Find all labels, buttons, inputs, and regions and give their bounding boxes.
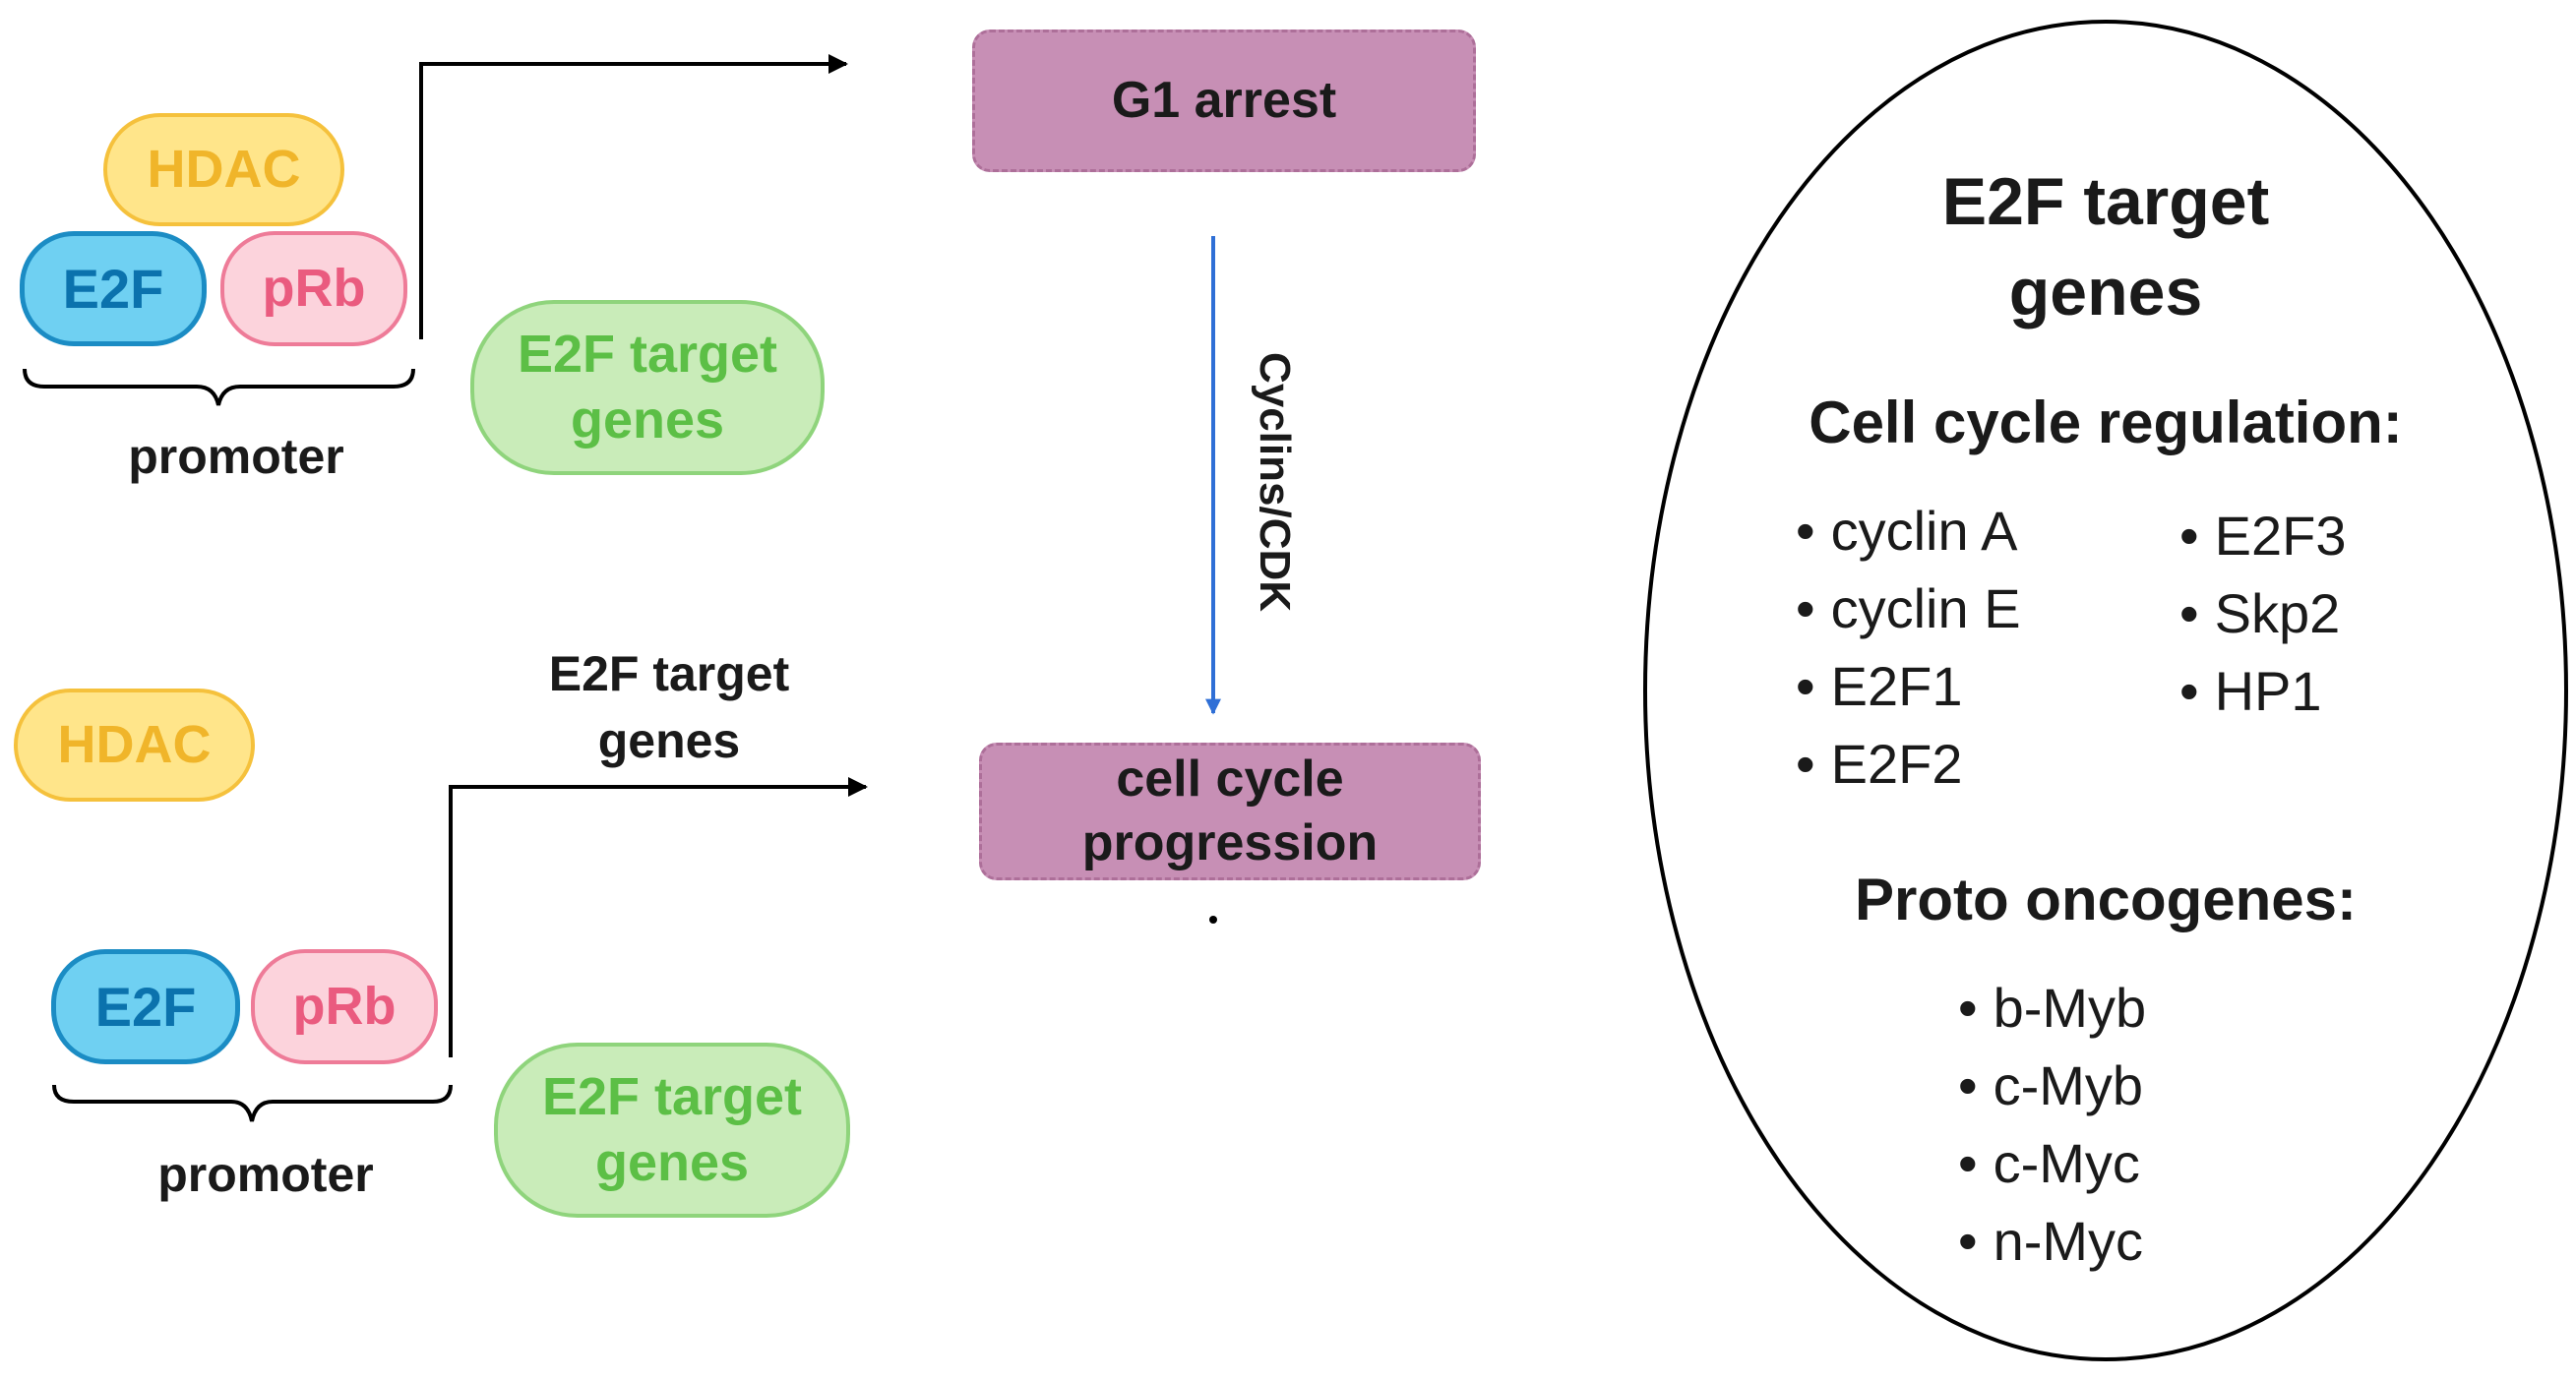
top-target-genes-box: E2F target genes [470,300,825,475]
bullet-icon: • [1958,977,1978,1039]
bottom-e2f-protein: E2F [51,949,240,1064]
bullet-icon: • [1796,655,1815,717]
gene-name: E2F2 [1830,733,1963,795]
bullet-icon: • [2179,582,2199,644]
gene-item: •c-Myc [1958,1124,2146,1202]
gene-name: c-Myb [1993,1054,2144,1116]
gene-item: •HP1 [2179,652,2346,730]
bullet-icon: • [2179,505,2199,567]
oncogenes-list: •b-Myb•c-Myb•c-Myc•n-Myc [1958,969,2146,1280]
top-promoter-label: promoter [128,429,344,484]
bottom-hdac-protein: HDAC [14,689,255,802]
target-genes-ellipse [1643,20,2568,1361]
cyclin-cdk-label: Cyclins/CDK [1251,351,1299,613]
gene-item: •E2F3 [2179,497,2346,574]
top-promoter-brace [23,368,415,406]
gene-name: n-Myc [1993,1210,2144,1272]
bullet-icon: • [2179,660,2199,722]
gene-item: •n-Myc [1958,1202,2146,1280]
top-e2f-protein: E2F [20,231,207,346]
top-hdac-protein: HDAC [103,113,344,226]
top-prb-protein: pRb [220,231,407,346]
bullet-icon: • [1958,1210,1978,1272]
bottom-target-genes-box: E2F target genes [494,1043,850,1218]
bullet-icon: • [1958,1054,1978,1116]
bottom-transcription-arrow [449,777,868,1057]
gene-item: •E2F1 [1796,647,2021,725]
gene-item: •Skp2 [2179,574,2346,652]
gene-item: •cyclin E [1796,570,2021,647]
gene-name: cyclin E [1830,577,2021,639]
target-genes-title: E2F target genes [1941,164,2270,330]
gene-name: Skp2 [2214,582,2341,644]
gene-item: •b-Myb [1958,969,2146,1047]
gene-name: cyclin A [1830,500,2018,562]
gene-item: •E2F2 [1796,725,2021,803]
gene-name: E2F1 [1830,655,1963,717]
top-transcription-arrow [419,54,848,339]
bottom-promoter-label: promoter [157,1147,374,1202]
bullet-icon: • [1796,500,1815,562]
gene-name: HP1 [2214,660,2322,722]
cell-cycle-list-right: •E2F3•Skp2•HP1 [2179,497,2346,730]
bullet-icon: • [1958,1132,1978,1194]
bullet-icon: • [1796,733,1815,795]
cell-cycle-list-left: •cyclin A•cyclin E•E2F1•E2F2 [1796,492,2021,803]
gene-item: •cyclin A [1796,492,2021,570]
cell-cycle-progression-box: cell cycle progression [979,743,1481,880]
cell-cycle-heading: Cell cycle regulation: [1809,390,2403,455]
gene-name: E2F3 [2214,505,2347,567]
g1-arrest-box: G1 arrest [972,30,1476,172]
gene-name: b-Myb [1993,977,2147,1039]
stray-dot [1209,916,1217,924]
bottom-arrow-label: E2F target genes [548,646,790,768]
gene-item: •c-Myb [1958,1047,2146,1124]
bottom-prb-protein: pRb [251,949,438,1064]
gene-name: c-Myc [1993,1132,2140,1194]
oncogenes-heading: Proto oncogenes: [1854,867,2358,932]
bullet-icon: • [1796,577,1815,639]
bottom-promoter-brace [52,1084,453,1122]
